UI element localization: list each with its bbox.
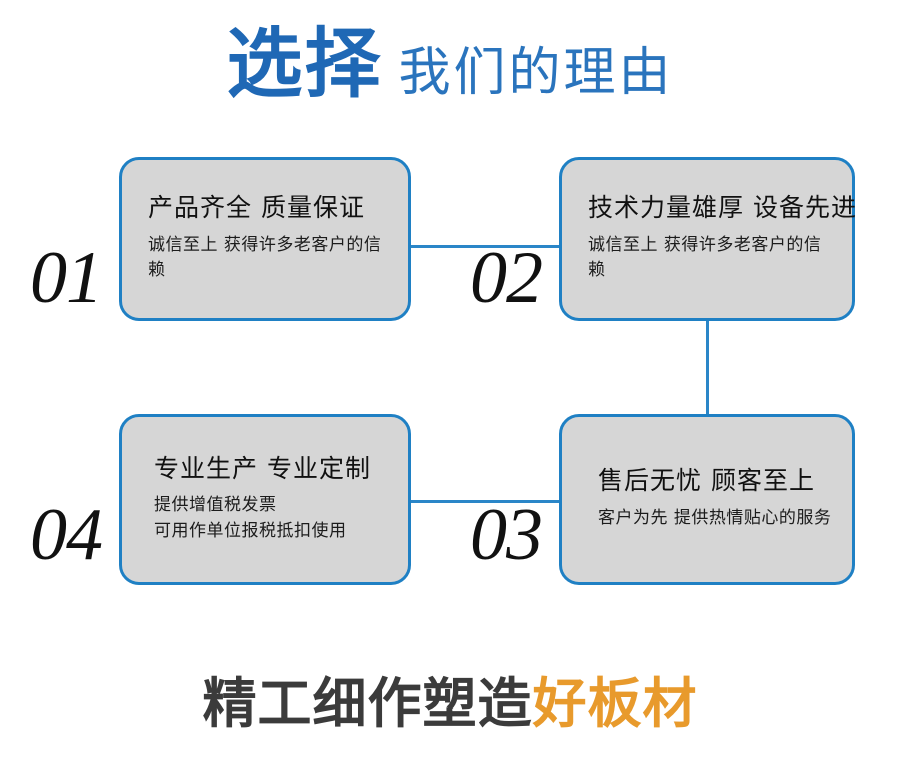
page-title-light: 我们的理由 xyxy=(398,44,674,102)
connector-line-02-to-03 xyxy=(706,321,709,416)
feature-card-02: 技术力量雄厚 设备先进 诚信至上 获得许多老客户的信赖 xyxy=(559,157,857,321)
footer-slogan-dark: 精工细作塑造 xyxy=(202,672,533,735)
feature-card-04-body-line1: 提供增值税发票 xyxy=(154,495,277,516)
feature-card-04-title: 专业生产 专业定制 xyxy=(154,453,371,483)
feature-card-01-body: 诚信至上 获得许多老客户的信赖 xyxy=(148,234,382,281)
card-number-01: 01 xyxy=(30,237,103,319)
card-number-02: 02 xyxy=(470,237,543,319)
page-title: 选择 我们的理由 xyxy=(0,26,900,118)
footer-slogan-accent: 好板材 xyxy=(532,672,698,735)
page-title-strong: 选择 xyxy=(226,19,383,108)
feature-card-01-title: 产品齐全 质量保证 xyxy=(148,193,365,223)
card-number-04: 04 xyxy=(30,494,103,576)
footer-slogan: 精工细作塑造 好板材 xyxy=(0,666,900,742)
feature-card-02-body: 诚信至上 获得许多老客户的信赖 xyxy=(588,234,822,281)
feature-card-03-title: 售后无忧 顾客至上 xyxy=(598,466,815,496)
feature-card-01: 产品齐全 质量保证 诚信至上 获得许多老客户的信赖 xyxy=(119,157,411,321)
feature-card-03: 售后无忧 顾客至上 客户为先 提供热情贴心的服务 xyxy=(559,414,855,585)
card-number-03: 03 xyxy=(470,494,543,576)
feature-card-03-body: 客户为先 提供热情贴心的服务 xyxy=(598,508,832,529)
feature-card-04-body: 提供增值税发票 可用作单位报税抵扣使用 xyxy=(140,493,390,544)
connector-line-04-to-03 xyxy=(411,500,561,503)
feature-card-04: 专业生产 专业定制 提供增值税发票 可用作单位报税抵扣使用 xyxy=(119,414,411,585)
feature-card-02-title: 技术力量雄厚 设备先进 xyxy=(588,193,857,223)
feature-card-04-body-line2: 可用作单位报税抵扣使用 xyxy=(154,520,347,541)
connector-line-01-to-02 xyxy=(411,245,561,248)
